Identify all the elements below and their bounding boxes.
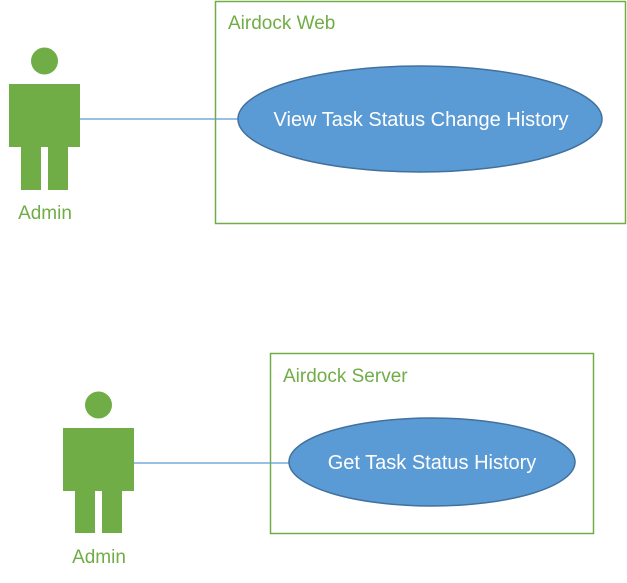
usecase-label-server: Get Task Status History [328,452,537,474]
person-icon [9,47,80,190]
actor-label-web-admin: Admin [18,203,72,224]
use-case-group-server: Airdock Server Admin Get Task Status His… [63,352,595,568]
system-title-server: Airdock Server [283,366,408,387]
system-title-web: Airdock Web [228,13,335,34]
usecase-web[interactable] [237,65,603,173]
actor-label-server-admin: Admin [72,547,126,568]
use-case-group-web: Airdock Web Admin View Task Status Chang… [9,0,627,225]
system-boundary-server [269,352,595,535]
person-icon [63,391,134,533]
system-boundary-web [214,0,627,225]
usecase-server[interactable] [288,417,576,507]
usecase-label-web: View Task Status Change History [274,109,569,131]
